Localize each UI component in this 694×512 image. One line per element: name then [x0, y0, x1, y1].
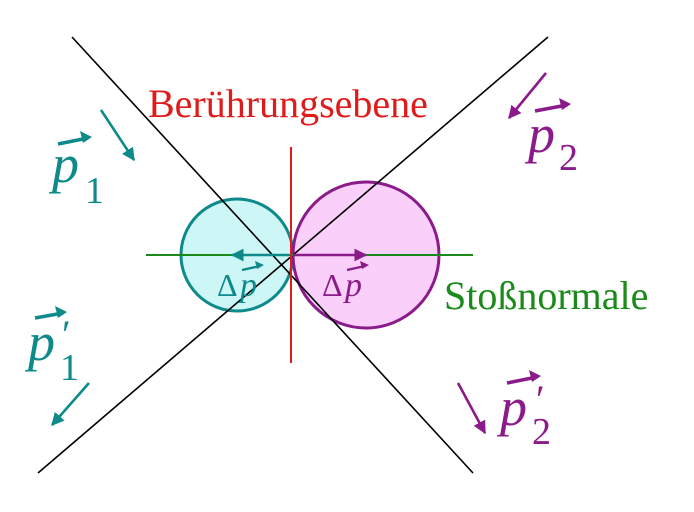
delta-left-p: p [238, 267, 257, 304]
delta-p-label-left: Δ p [217, 261, 264, 304]
p1-prime-letter: p [24, 312, 55, 372]
p2-prime-label: p ′ 2 [496, 370, 551, 453]
p1-label: p 1 [48, 131, 104, 212]
p2-direction-arrow [507, 72, 548, 120]
contact-plane-label: Berührungsebene [148, 81, 428, 126]
p1-prime-subscript: 1 [60, 347, 79, 389]
p2-vector-tip [559, 98, 571, 110]
delta-right-vector-tip [360, 261, 369, 269]
p1-prime-vector-tip [55, 306, 67, 318]
p2-prime-mark: ′ [536, 377, 545, 422]
delta-right-symbol: Δ [322, 267, 343, 303]
p2-prime-vector-tip [529, 370, 541, 382]
p1-letter: p [48, 134, 79, 194]
delta-left-symbol: Δ [217, 267, 238, 303]
p2-prime-letter: p [496, 377, 527, 437]
delta-left-vector-tip [255, 261, 264, 269]
impact-normal-label: Stoßnormale [444, 273, 648, 318]
p2-subscript: 2 [559, 137, 578, 179]
delta-p-label-right: Δ p [322, 261, 369, 304]
p1-subscript: 1 [85, 170, 104, 212]
p1-prime-direction-arrow [51, 382, 90, 426]
delta-right-p: p [343, 267, 362, 304]
p1-vector-tip [80, 131, 92, 143]
p2-prime-direction-arrow [456, 382, 487, 435]
p2-label: p 2 [524, 98, 578, 179]
p1-prime-mark: ′ [62, 312, 71, 357]
p2-letter: p [524, 104, 555, 164]
p1-direction-arrow [99, 109, 136, 162]
p2-prime-subscript: 2 [532, 411, 551, 453]
p1-prime-label: p ′ 1 [24, 306, 79, 389]
